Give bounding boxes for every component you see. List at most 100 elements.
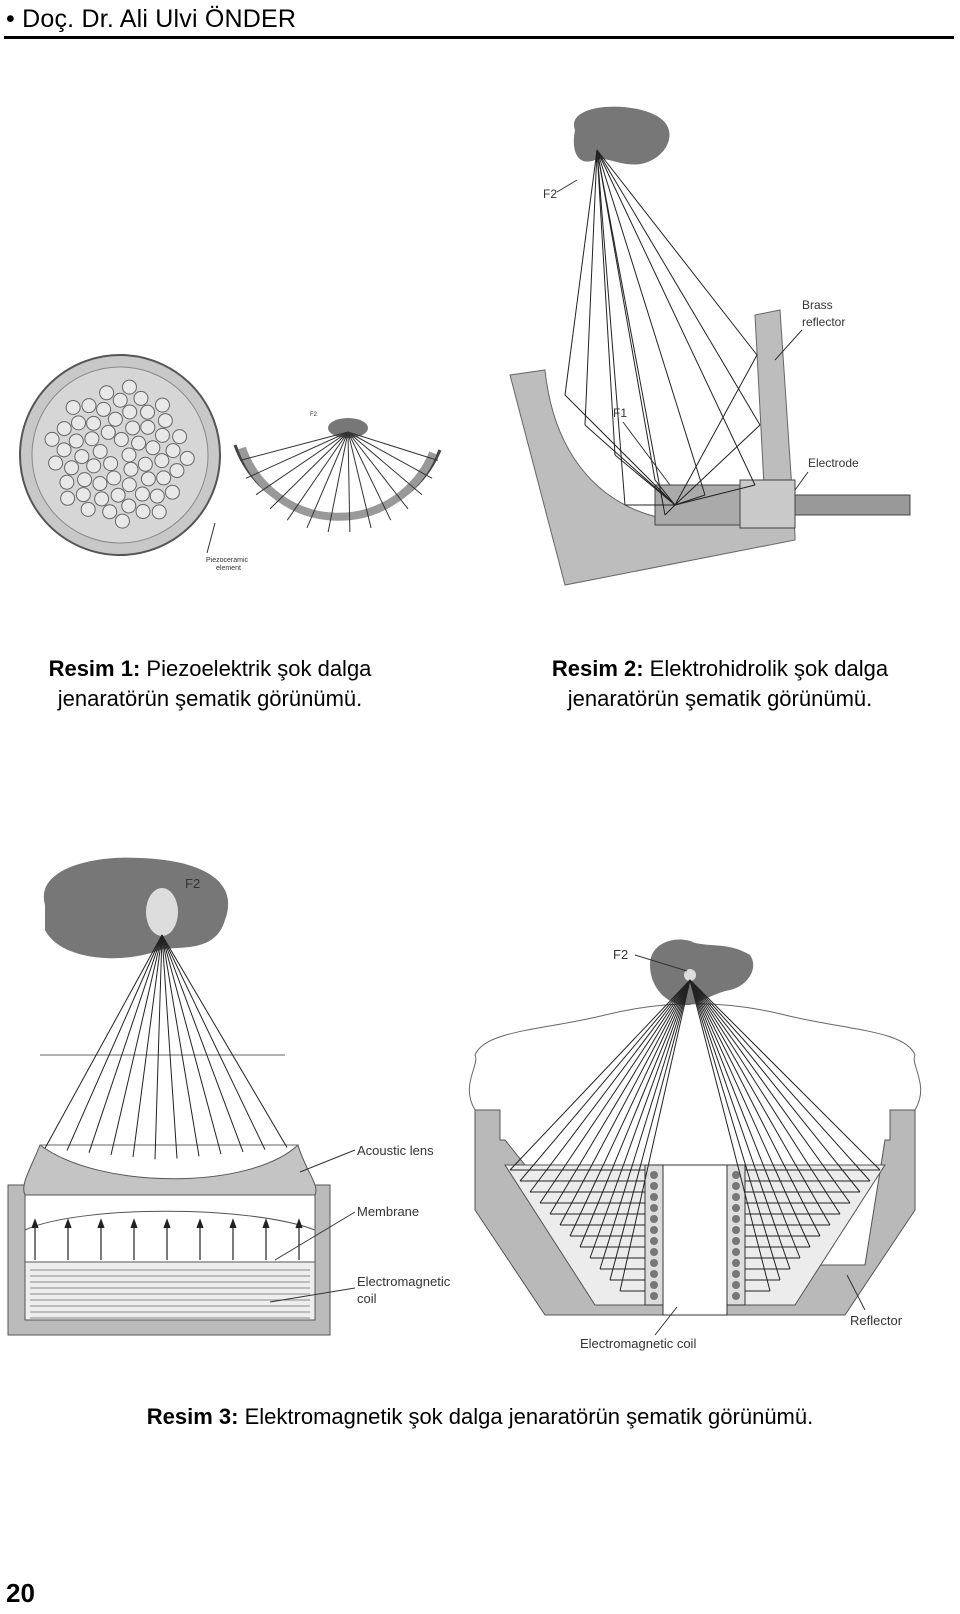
piezo-element (92, 443, 108, 459)
wave-ray (584, 424, 676, 506)
wave-ray (161, 934, 288, 1148)
wave-ray (286, 431, 349, 521)
piezo-element (77, 472, 93, 488)
wave-ray (614, 454, 676, 506)
label-coil: Electromagnetic coil (580, 1336, 696, 1351)
wave-ray (110, 934, 163, 1156)
coil-turn (732, 1226, 740, 1234)
wave-ray (689, 979, 851, 1204)
wave-ray (596, 149, 616, 456)
wave-ray (674, 354, 758, 506)
wave-ray (306, 431, 349, 529)
wave-ray (596, 149, 761, 426)
wave-ray (347, 431, 438, 461)
piezo-element (121, 498, 137, 514)
piezo-element (80, 501, 96, 517)
electrode (654, 479, 911, 529)
arrow-head (295, 1218, 303, 1229)
wave-ray (674, 484, 756, 506)
wave-ray (161, 934, 178, 1159)
piezo-element (103, 456, 119, 472)
piezo-element (106, 470, 122, 486)
wave-ray (132, 934, 163, 1158)
piezo-element (125, 420, 141, 436)
piezo-element (137, 456, 153, 472)
kidney-shape (650, 939, 754, 1006)
piezo-element (74, 449, 90, 465)
piezo-element (121, 477, 137, 493)
label-reflector-1: Brass (802, 298, 833, 312)
piezo-element (44, 431, 60, 447)
arrow-head (229, 1218, 237, 1229)
wave-ray (347, 431, 423, 496)
piezo-element (100, 424, 116, 440)
label-membrane: Membrane (357, 1204, 419, 1219)
figure-piezoelectric: F2 Piezoceramic element (19, 354, 442, 572)
coil-turn (650, 1204, 658, 1212)
label-f1: F1 (613, 406, 627, 420)
piezo-element (112, 392, 128, 408)
arrow-head (97, 1218, 105, 1229)
wave-ray (347, 431, 392, 521)
piezo-element (172, 429, 188, 445)
piezo-element (102, 504, 118, 520)
label-f2: F2 (543, 187, 557, 201)
piezo-element (154, 397, 170, 413)
piezo-element (99, 385, 115, 401)
piezo-element (59, 474, 75, 490)
figure-electromagnetic-reflector: F2 Electromagnetic coil Reflector (468, 939, 922, 1351)
wave-ray (589, 979, 691, 1259)
wave-ray (564, 149, 598, 396)
coil-turn (732, 1270, 740, 1278)
author-name: • Doç. Dr. Ali Ulvi ÖNDER (6, 5, 297, 33)
coil-turn (650, 1215, 658, 1223)
coil-turn (732, 1193, 740, 1201)
coil-turn (650, 1281, 658, 1289)
coil-turn (650, 1226, 658, 1234)
piezo-element (60, 490, 76, 506)
caption-2-line1: Elektrohidrolik şok dalga (643, 656, 889, 681)
arrow-head (196, 1218, 204, 1229)
wave-ray (596, 149, 666, 516)
wave-ray (689, 979, 801, 1259)
coil-turn (732, 1182, 740, 1190)
wave-ray (619, 979, 691, 1292)
piezo-element (68, 433, 84, 449)
caption-2-prefix: Resim 2: (551, 656, 644, 681)
coil-turn (650, 1270, 658, 1278)
piezo-element (113, 431, 129, 447)
coil-turn (732, 1248, 740, 1256)
wave-ray (689, 979, 811, 1248)
wave-ray (579, 979, 691, 1248)
wave-ray (519, 979, 691, 1182)
wave-ray (689, 979, 861, 1193)
membrane (24, 1210, 316, 1263)
piezo-element (156, 470, 172, 486)
piezo-element (75, 487, 91, 503)
piezo-element (86, 415, 102, 431)
header-rule (4, 36, 954, 39)
wave-ray (596, 149, 626, 506)
wave-ray (564, 394, 676, 506)
wave-ray (689, 979, 831, 1226)
piezo-element (56, 442, 72, 458)
piezo-element (179, 450, 195, 466)
piezo-element (133, 390, 149, 406)
label-f2: F2 (613, 947, 628, 962)
electromagnetic-coil (24, 1261, 316, 1321)
coil-turn (732, 1259, 740, 1267)
coil-turn (650, 1193, 658, 1201)
piezo-element (140, 419, 156, 435)
caption-figure-1: Resim 1: Piezoelektrik şok dalga jenarat… (20, 654, 400, 714)
caption-figure-2: Resim 2: Elektrohidrolik şok dalga jenar… (520, 654, 920, 714)
caption-figure-3: Resim 3: Elektromagnetik şok dalga jenar… (60, 1402, 900, 1432)
piezo-element (56, 421, 72, 437)
label-reflector: Reflector (850, 1313, 903, 1328)
wave-ray (269, 431, 349, 510)
piezo-element (134, 486, 150, 502)
label-coil-1: Electromagnetic (357, 1274, 451, 1289)
wave-ray (161, 934, 222, 1155)
piezo-element (135, 504, 151, 520)
wave-ray (347, 431, 433, 479)
wave-ray (509, 979, 691, 1171)
